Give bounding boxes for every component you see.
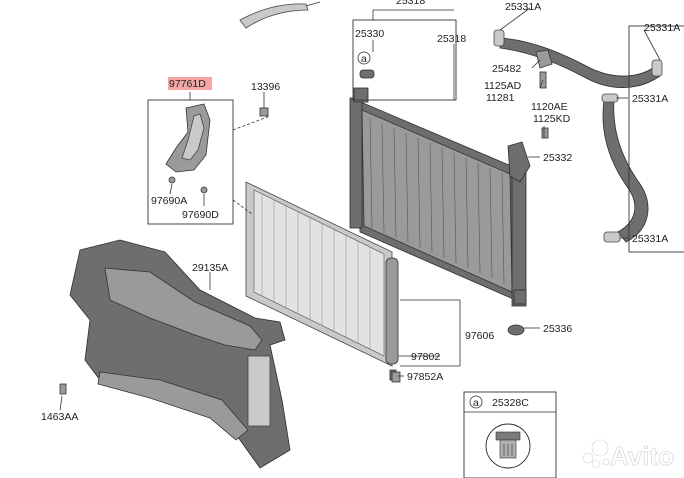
label-1463aa: 1463AA — [41, 411, 78, 423]
label-1125ad: 1125AD — [484, 80, 522, 92]
label-25336: 25336 — [543, 323, 572, 335]
radiator-assembly — [349, 87, 527, 307]
label-25328c: 25328C — [492, 397, 529, 409]
label-25331a-right-top: 25331A — [644, 22, 680, 34]
part-labels: 25318 25330 25318 25331A 25331A 25482 11… — [41, 0, 680, 423]
bolt-97852a — [391, 371, 401, 383]
label-25482: 25482 — [492, 63, 521, 75]
detail-box-right — [628, 25, 684, 253]
mount-25336 — [507, 324, 525, 336]
label-13396: 13396 — [251, 81, 280, 93]
avito-watermark: Avito — [582, 439, 674, 471]
plug-part-icon — [485, 423, 531, 469]
upper-hose-fragment — [239, 3, 309, 29]
condenser-assembly — [245, 181, 399, 381]
label-11281: 11281 — [486, 92, 515, 104]
label-25318: 25318 — [437, 33, 466, 45]
callout-circle-a2 — [469, 395, 483, 409]
bracket-25332 — [507, 141, 531, 183]
label-1125kd: 1125KD — [533, 113, 571, 125]
highlight-97761d — [168, 77, 212, 90]
label-25332: 25332 — [543, 152, 572, 164]
callout-letter-a2: a — [473, 397, 479, 409]
clip-97690a — [168, 176, 176, 184]
label-25331a-top: 25331A — [505, 1, 541, 13]
label-25331a-mid: 25331A — [632, 93, 668, 105]
air-duct-part — [165, 103, 211, 173]
label-97802: 97802 — [411, 351, 440, 363]
label-97606: 97606 — [465, 330, 494, 342]
air-guard-carrier — [69, 239, 291, 469]
label-97761d: 97761D — [169, 78, 206, 90]
label-97690d: 97690D — [182, 209, 219, 221]
label-25330: 25330 — [355, 28, 384, 40]
label-1120ae: 1120AE — [531, 101, 568, 113]
bracket-25482 — [535, 49, 553, 69]
leader-lines — [59, 7, 661, 411]
label-97852a: 97852A — [407, 371, 443, 383]
watermark-text: Avito — [610, 441, 674, 471]
detail-box-25318 — [352, 19, 457, 101]
screw-13396 — [259, 107, 269, 117]
label-25318-top: 25318 — [396, 0, 425, 7]
bolt-1120ae — [541, 127, 549, 139]
upper-radiator-hose — [493, 29, 663, 88]
bushing-25330 — [359, 69, 375, 79]
label-25331a-bottom: 25331A — [632, 233, 668, 245]
callout-letter-a1: a — [361, 53, 367, 65]
label-97690a: 97690A — [151, 195, 187, 207]
detail-box-97761d — [147, 99, 234, 225]
label-29135a: 29135A — [192, 262, 228, 274]
avito-logo-icon — [582, 439, 610, 469]
clip-97690d — [200, 186, 208, 194]
clip-1463aa — [59, 383, 67, 395]
callout-circle-a1 — [357, 51, 371, 65]
lower-radiator-hose — [601, 93, 649, 243]
legend-box-25328c — [463, 391, 557, 478]
